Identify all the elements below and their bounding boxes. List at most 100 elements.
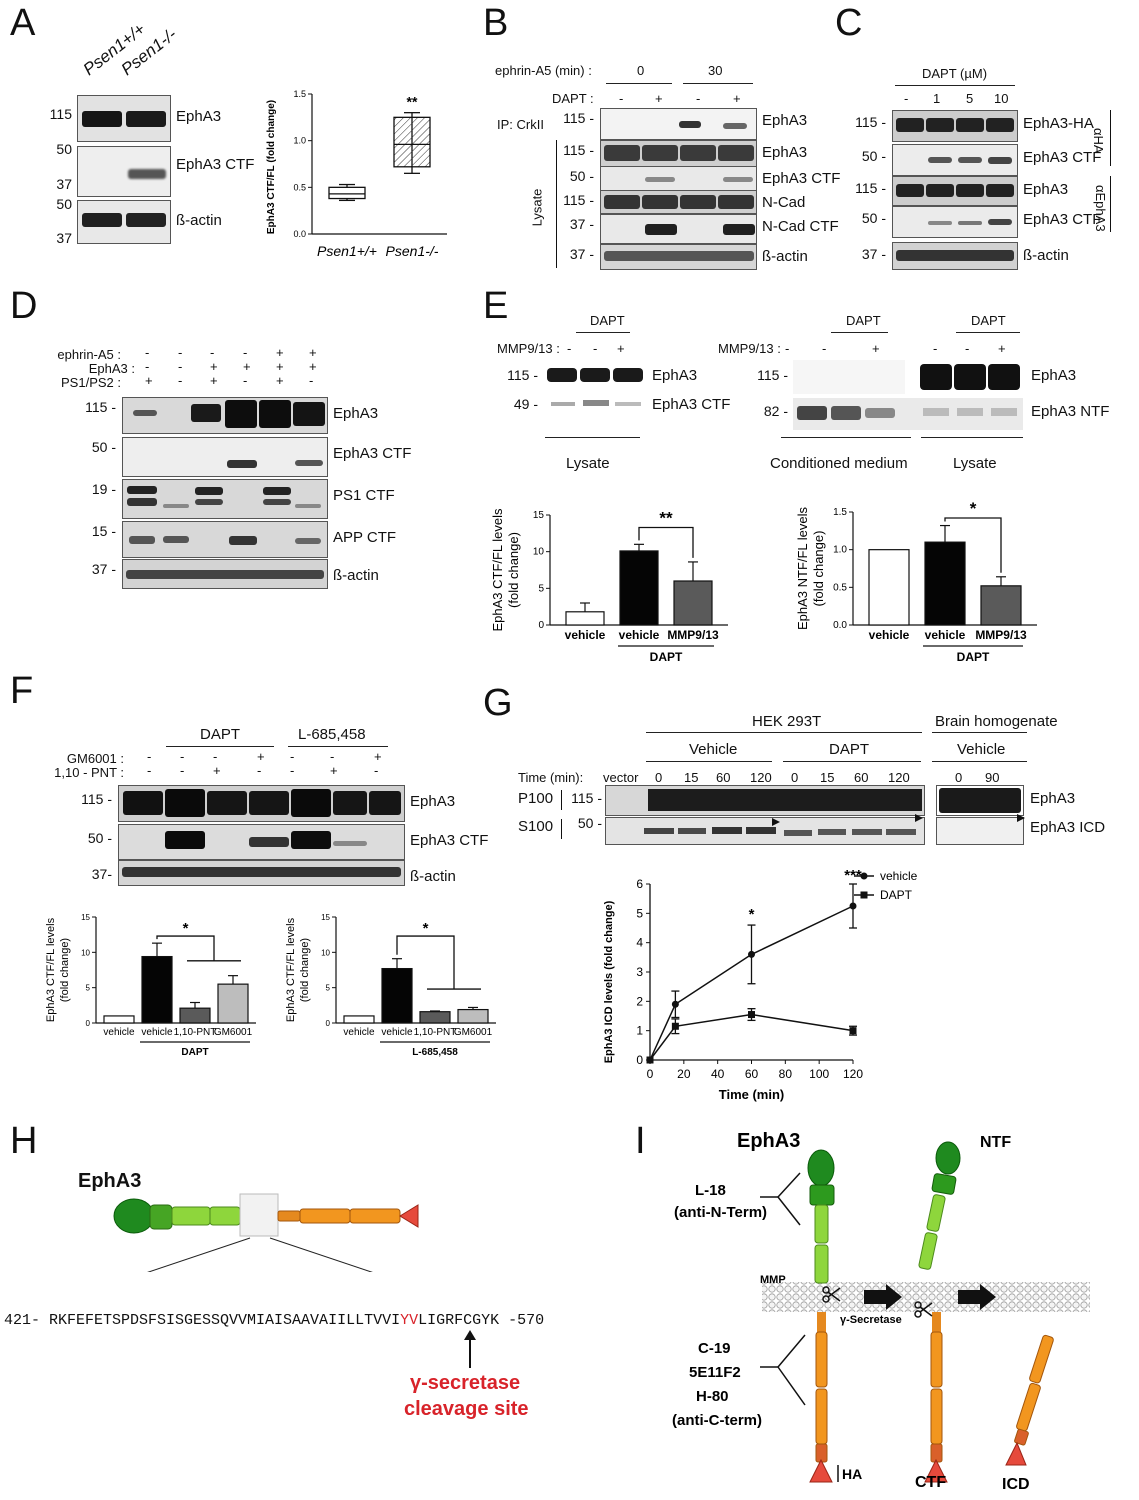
chartFL-bar-1 bbox=[141, 955, 173, 1024]
band bbox=[295, 504, 321, 508]
band bbox=[291, 831, 331, 849]
chart-a-xlabel-ko: Psen1-/- bbox=[386, 243, 439, 259]
band bbox=[604, 195, 640, 209]
g-xlabel: Time (min) bbox=[719, 1087, 785, 1102]
band bbox=[645, 177, 675, 182]
blot-label-a-epha3: EphA3 bbox=[176, 108, 222, 125]
blot-c-2-mw: 115 - bbox=[855, 180, 886, 196]
h-seq-a: RKFEFETSPDSFSISGESSQVVMIAISAAVAIILLTVVI bbox=[40, 1312, 401, 1329]
chartFR-ylabel-2: (fold change) bbox=[299, 938, 311, 1002]
d-row-label-1: EphA3 : bbox=[88, 361, 135, 376]
chartFL-ylabel-2: (fold change) bbox=[59, 938, 71, 1002]
b-lysate-bracket bbox=[556, 140, 557, 268]
band bbox=[133, 410, 157, 416]
chartER-ytick-label: 1.0 bbox=[833, 545, 847, 556]
nterm-bracket-down bbox=[777, 1196, 801, 1226]
g-time-1: 15 bbox=[684, 770, 699, 785]
band bbox=[956, 184, 984, 197]
g-point-dapt bbox=[748, 1011, 755, 1019]
band bbox=[958, 221, 982, 225]
ctf-sam-icon bbox=[924, 1458, 948, 1483]
blot-b-5 bbox=[600, 244, 757, 270]
e-rule-cm bbox=[781, 437, 911, 438]
g-brain-time-1: 90 bbox=[985, 770, 1000, 785]
chartFR-cat-3: GM6001 bbox=[454, 1027, 493, 1038]
g-xtick-label: 120 bbox=[843, 1067, 863, 1081]
chartFR-ytick-label: 10 bbox=[321, 948, 330, 957]
chartFL-ytick-label: 0 bbox=[86, 1019, 91, 1028]
band bbox=[956, 118, 984, 132]
e-mw-r-115: 115 - bbox=[757, 367, 788, 383]
arrow-up-icon bbox=[464, 1330, 476, 1340]
c-conc-2: 5 bbox=[966, 91, 974, 106]
chartER-ylabel-1: EphA3 NTF/FL levels bbox=[795, 506, 810, 630]
panel-letter-d: D bbox=[10, 285, 38, 327]
blot-f-2-label: ß-actin bbox=[410, 868, 456, 885]
blot-b-5-mw: 37 - bbox=[569, 246, 594, 262]
band bbox=[896, 184, 924, 197]
g-rule-brain bbox=[932, 732, 1027, 733]
d-sign-0-5: + bbox=[309, 345, 317, 360]
blot-b-0-label: EphA3 bbox=[762, 112, 808, 129]
d-sign-1-1: - bbox=[178, 359, 183, 374]
chartEL-ylabel-1: EphA3 CTF/FL levels bbox=[490, 508, 505, 632]
panel-letter-g: G bbox=[483, 682, 513, 724]
g-point-vehicle bbox=[849, 902, 857, 910]
f-sign-0-2: - bbox=[213, 749, 218, 764]
h-arrow bbox=[464, 1330, 476, 1368]
g-xtick-label: 80 bbox=[779, 1067, 793, 1081]
ntf-cys-icon bbox=[931, 1173, 957, 1195]
chartEL-ytick-label: 0 bbox=[538, 620, 544, 631]
chartFL-sig-bracket bbox=[156, 935, 215, 961]
arrowhead-icon bbox=[772, 818, 780, 826]
c-conc-0: - bbox=[904, 91, 909, 106]
f-sign-1-1: - bbox=[180, 763, 185, 778]
ntf-fn3-1-icon bbox=[926, 1194, 946, 1232]
zoom-line-right bbox=[269, 1237, 373, 1272]
b-lysate-label: Lysate bbox=[529, 188, 545, 227]
blot-g-brain-p100 bbox=[936, 785, 1024, 816]
mw-a-37: 37 bbox=[56, 176, 72, 192]
chart-a-plot: 0.00.51.01.5** bbox=[293, 89, 447, 239]
g-mw-115: 115 - bbox=[571, 790, 602, 806]
chart-a-xlabel-wt: Psen1+/+ bbox=[317, 243, 377, 259]
b-sign-3: + bbox=[733, 91, 741, 106]
d-sign-1-3: + bbox=[243, 359, 251, 374]
d-sign-2-3: - bbox=[243, 373, 248, 388]
band bbox=[718, 195, 754, 209]
ntf-ligand-icon bbox=[935, 1141, 961, 1175]
g-ylabel: EphA3 ICD levels (fold change) bbox=[603, 900, 615, 1063]
full-fn3-2-icon bbox=[814, 1244, 829, 1284]
chartER-ytick-label: 0.0 bbox=[833, 620, 847, 631]
h-sequence: 421- RKFEFETSPDSFSISGESSQVVMIAISAAVAIILL… bbox=[4, 1312, 544, 1329]
ligand-binding-domain-icon bbox=[113, 1198, 155, 1234]
f-row-label-0: GM6001 : bbox=[66, 751, 124, 766]
blot-g-p100 bbox=[605, 785, 925, 816]
chartEL-bar-0 bbox=[565, 611, 605, 626]
g-hek: HEK 293T bbox=[752, 713, 822, 730]
h-seq-end: -570 bbox=[499, 1312, 545, 1329]
blot-c-2 bbox=[892, 176, 1018, 206]
chartFR-bar-0 bbox=[343, 1015, 375, 1024]
i-diagram: EphA3 NTF bbox=[672, 1130, 1090, 1490]
f-sign-0-6: + bbox=[374, 749, 382, 764]
kinase-domain-2-icon bbox=[349, 1208, 401, 1224]
chartFL-bar-0 bbox=[103, 1015, 135, 1024]
e-rule-lysate-right bbox=[921, 437, 1023, 438]
e-rule-left bbox=[576, 332, 630, 333]
panel-letter-h: H bbox=[10, 1120, 38, 1162]
b-sign-1: + bbox=[655, 91, 663, 106]
band bbox=[263, 499, 291, 505]
chartFL-sig: * bbox=[183, 920, 189, 937]
e-lysate-left: Lysate bbox=[566, 455, 610, 472]
g-time-3: 120 bbox=[750, 770, 772, 785]
blot-b-1-label: EphA3 bbox=[762, 144, 808, 161]
blot-label-a-epha3-ctf: EphA3 CTF bbox=[176, 156, 255, 173]
band bbox=[896, 250, 1014, 261]
g-mw-50: 50 - bbox=[577, 815, 602, 831]
f-row-label-1: 1,10 - PNT : bbox=[54, 765, 124, 780]
chartEL-bar-2 bbox=[673, 580, 713, 626]
